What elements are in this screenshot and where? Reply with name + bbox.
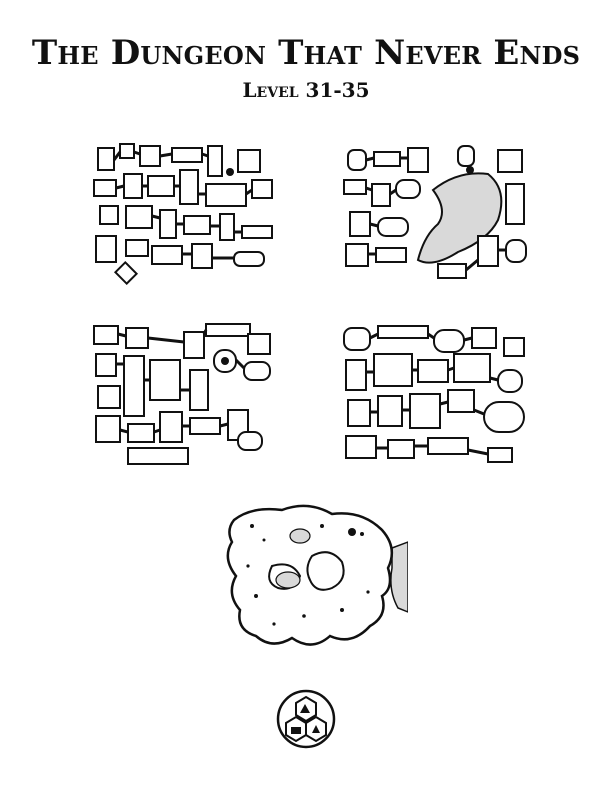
map-level-31 bbox=[88, 140, 278, 285]
map-level-32 bbox=[338, 140, 533, 285]
page-subtitle: Level 31-35 bbox=[242, 78, 370, 102]
dungeon-map-icon bbox=[93, 323, 271, 465]
hexagon-cluster-logo-icon bbox=[276, 689, 336, 749]
cave-map-icon bbox=[226, 504, 408, 646]
map-level-34 bbox=[338, 320, 533, 470]
publisher-logo bbox=[276, 689, 336, 749]
dungeon-map-icon bbox=[343, 325, 525, 463]
map-level-35 bbox=[212, 496, 408, 658]
dungeon-map-icon bbox=[93, 143, 273, 285]
map-level-33 bbox=[88, 320, 278, 470]
page-title: The Dungeon That Never Ends bbox=[31, 33, 581, 73]
dungeon-map-icon bbox=[343, 145, 527, 279]
